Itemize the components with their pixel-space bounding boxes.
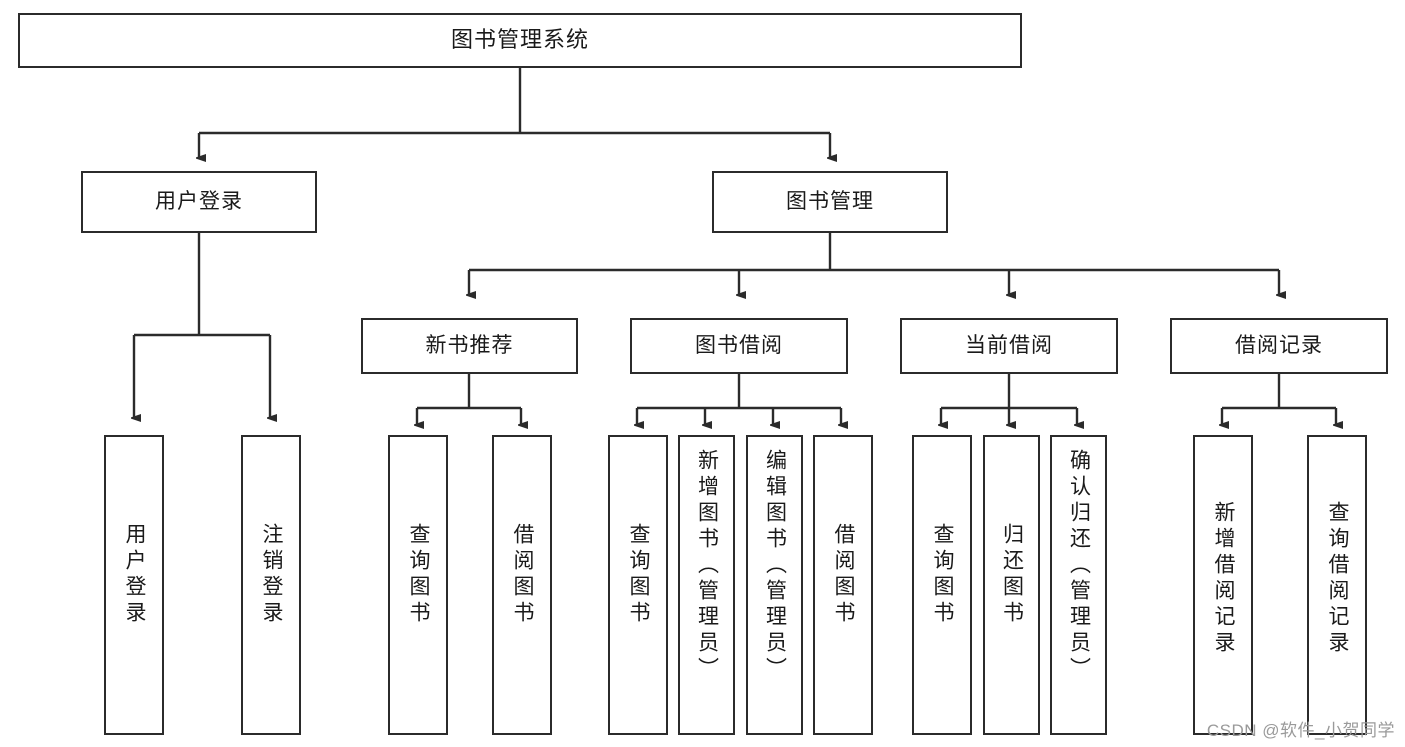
leaf-label: 查询借阅记录 [1326,501,1350,657]
leaf-label: 用户登录 [123,523,147,627]
leaf-label: 归还图书 [1000,523,1024,627]
leaf-label: 借阅图书 [511,523,535,627]
leaf-label: 查询图书 [627,523,651,627]
node-root[interactable]: 图书管理系统 [18,13,1022,68]
node-book-management[interactable]: 图书管理 [712,171,948,233]
leaf-label: 新增图书（管理员） [695,449,719,683]
leaf-query-book-current[interactable]: 查询图书 [912,435,972,735]
leaf-add-book-admin[interactable]: 新增图书（管理员） [678,435,735,735]
leaf-label: 借阅图书 [832,523,856,627]
leaf-label: 查询图书 [931,523,955,627]
leaf-logout[interactable]: 注销登录 [241,435,301,735]
leaf-label: 确认归还（管理员） [1067,449,1091,683]
watermark-text: CSDN @软件_小贺同学 [1206,721,1395,740]
leaf-user-login[interactable]: 用户登录 [104,435,164,735]
node-book-borrow[interactable]: 图书借阅 [630,318,848,374]
leaf-label: 查询图书 [407,523,431,627]
leaf-label: 新增借阅记录 [1212,501,1236,657]
leaf-return-book[interactable]: 归还图书 [983,435,1040,735]
node-borrow-records[interactable]: 借阅记录 [1170,318,1388,374]
leaf-add-borrow-record[interactable]: 新增借阅记录 [1193,435,1253,735]
leaf-label: 编辑图书（管理员） [763,449,787,683]
leaf-query-borrow-record[interactable]: 查询借阅记录 [1307,435,1367,735]
leaf-query-book-recommend[interactable]: 查询图书 [388,435,448,735]
leaf-label: 注销登录 [260,523,284,627]
leaf-edit-book-admin[interactable]: 编辑图书（管理员） [746,435,803,735]
leaf-borrow-book[interactable]: 借阅图书 [813,435,873,735]
leaf-borrow-book-recommend[interactable]: 借阅图书 [492,435,552,735]
leaf-query-book-borrow[interactable]: 查询图书 [608,435,668,735]
leaf-confirm-return-admin[interactable]: 确认归还（管理员） [1050,435,1107,735]
node-user-login[interactable]: 用户登录 [81,171,317,233]
node-new-book-recommend[interactable]: 新书推荐 [361,318,578,374]
node-current-borrow[interactable]: 当前借阅 [900,318,1118,374]
